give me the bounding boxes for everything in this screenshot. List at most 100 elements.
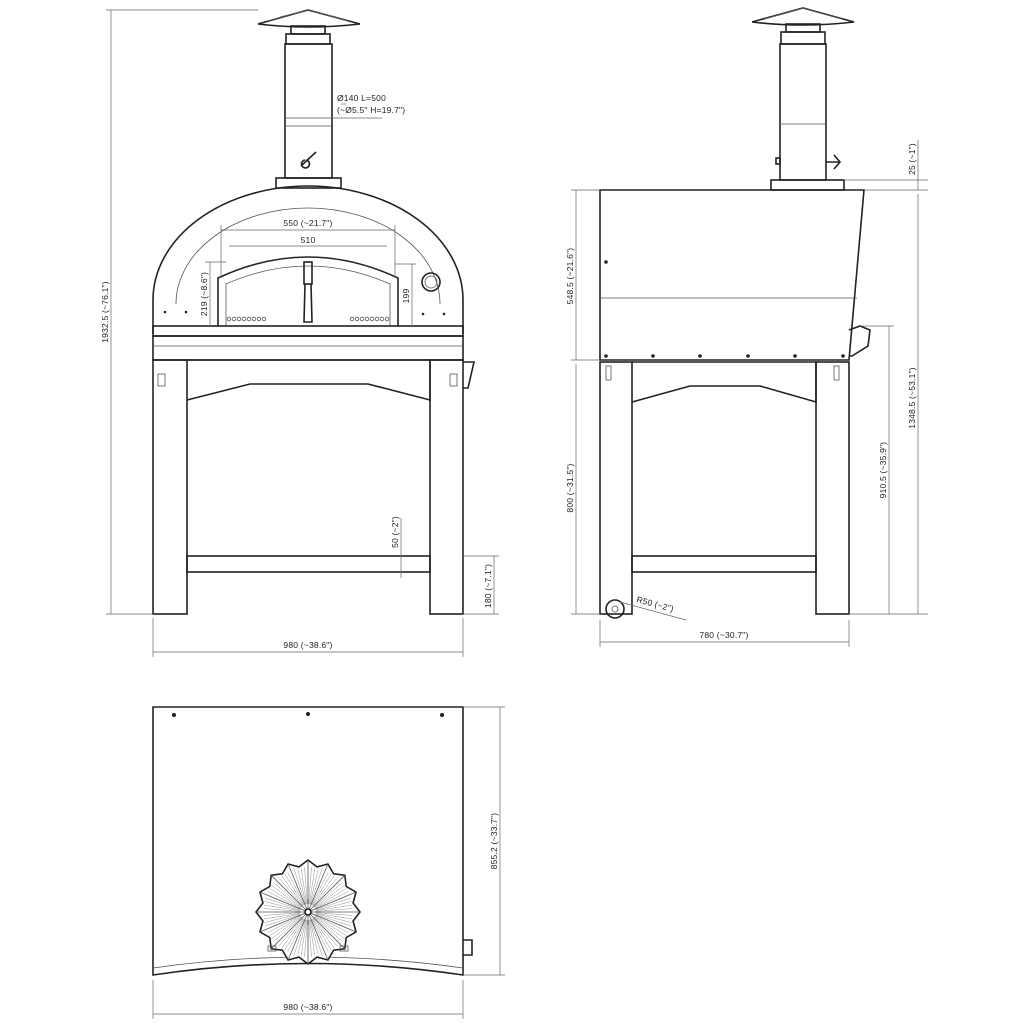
cap-hatch: [313, 877, 338, 907]
cap-hatch: [263, 913, 301, 920]
cap-hatch: [304, 867, 308, 905]
cap-hatch: [311, 919, 329, 953]
cap-hatch: [271, 885, 302, 908]
cap-hatch: [293, 869, 306, 905]
cap-hatch: [281, 875, 304, 906]
front-right-leg: [429, 359, 464, 615]
cap-hatch: [297, 919, 307, 956]
dim-overall-width: 980 (~38.6"): [283, 640, 332, 650]
cap-hatch: [313, 917, 338, 947]
dim-total-height: 1932.5 (~76.1"): [100, 281, 110, 343]
thermometer-icon: [421, 272, 441, 292]
cap-hatch: [267, 891, 301, 909]
cap-hatch: [312, 873, 332, 906]
flue-pipe: [284, 43, 333, 179]
cap-hatch: [309, 867, 316, 905]
cap-hatch: [287, 871, 305, 905]
cap-hatch: [300, 919, 307, 957]
cap-hatch: [284, 873, 304, 906]
cap-hatch: [315, 913, 353, 920]
cap-hatch: [308, 919, 312, 957]
side-flue-pipe: [779, 43, 827, 181]
cap-hatch: [315, 914, 351, 927]
cap-hatch: [311, 871, 329, 905]
cap-hatch: [304, 919, 308, 957]
cap-hatch: [278, 877, 303, 907]
rivets-side: [604, 354, 845, 358]
cap-hatch: [278, 917, 303, 947]
cap-rib: [287, 911, 309, 961]
cap-hatch: [315, 897, 351, 910]
cap-bracket: [267, 945, 277, 952]
cap-hatch: [309, 919, 319, 956]
cap-hatch: [263, 912, 301, 916]
chimney-cap-icon: [257, 9, 361, 45]
cap-rib: [307, 874, 346, 913]
cap-hatch: [313, 882, 343, 907]
front-view: [152, 9, 476, 615]
cap-hatch: [314, 916, 345, 939]
cap-hatch: [315, 904, 353, 911]
top-view-outline: [152, 706, 464, 976]
top-view-dimensions: 855.2 (~33.7") 980 (~38.6"): [152, 706, 505, 1019]
cap-hatch: [271, 916, 302, 939]
dim-top-width: 980 (~38.6"): [283, 1002, 332, 1012]
cap-hatch: [308, 867, 312, 905]
side-view-dimensions: 25 (~1") 548.5 (~21.6") 1348.5 (~53.1") …: [565, 140, 928, 647]
bottom-shelf: [186, 555, 431, 573]
cap-hatch: [269, 916, 302, 936]
cap-hatch: [314, 888, 347, 908]
cap-rib: [270, 911, 309, 950]
cap-rib: [307, 911, 346, 950]
cap-hatch: [269, 888, 302, 908]
cap-hatch: [264, 913, 301, 923]
front-view-dimensions: Ø140 L=500 (~Ø5.5" H=19.7") 550 (~21.7")…: [100, 9, 499, 657]
cap-hatch: [263, 908, 301, 912]
cap-hatch: [315, 913, 352, 923]
dim-wheel-radius: R50 (~2"): [635, 594, 674, 614]
cap-hatch: [297, 868, 307, 905]
side-left-leg: [599, 361, 633, 615]
cap-rib: [270, 874, 309, 913]
cap-hatch: [312, 875, 335, 906]
chimney-cap-icon: [254, 858, 362, 966]
cap-hatch: [273, 882, 303, 907]
cap-hatch: [315, 908, 353, 912]
cap-hatch: [313, 917, 343, 942]
dim-door-height-left: 219 (~8.6"): [199, 272, 209, 316]
flue-spec-line2: (~Ø5.5" H=19.7"): [337, 105, 405, 115]
cap-hatch: [310, 919, 323, 955]
dim-shelf-clearance: 180 (~7.1"): [483, 564, 493, 608]
cap-hatch: [315, 891, 349, 909]
cap-hatch: [293, 919, 306, 955]
cap-bracket: [339, 945, 349, 952]
cap-hatch: [315, 912, 353, 916]
dim-height-to-top: 1348.5 (~53.1"): [907, 367, 917, 429]
cap-hatch: [309, 868, 319, 905]
oven-dome: [152, 185, 464, 334]
front-left-leg: [152, 359, 188, 615]
door-handle-icon: [303, 261, 313, 285]
top-view: [152, 706, 473, 976]
cap-hatch: [265, 897, 301, 910]
wheel-icon: [605, 599, 625, 619]
cap-hatch: [314, 916, 347, 936]
vent-holes-left: [226, 316, 267, 322]
cap-hatch: [264, 901, 301, 911]
dim-chimney-offset: 25 (~1"): [907, 143, 917, 175]
flue-spec-line1: Ø140 L=500: [337, 93, 386, 103]
dim-outer-width: 550 (~21.7"): [283, 218, 332, 228]
dim-handle-height: 910.5 (~35.9"): [878, 442, 888, 499]
cap-rib: [307, 911, 329, 961]
chimney-cap-icon: [751, 7, 855, 45]
dim-shelf-thickness: 50 (~2"): [390, 516, 400, 548]
cap-hatch: [284, 918, 304, 951]
cap-hatch: [312, 918, 332, 951]
cap-rib: [307, 911, 357, 933]
cap-hatch: [309, 919, 316, 957]
cap-hatch: [310, 869, 323, 905]
cap-hatch: [312, 918, 335, 949]
side-view: [599, 7, 871, 619]
dim-oven-height: 548.5 (~21.6"): [565, 248, 575, 305]
